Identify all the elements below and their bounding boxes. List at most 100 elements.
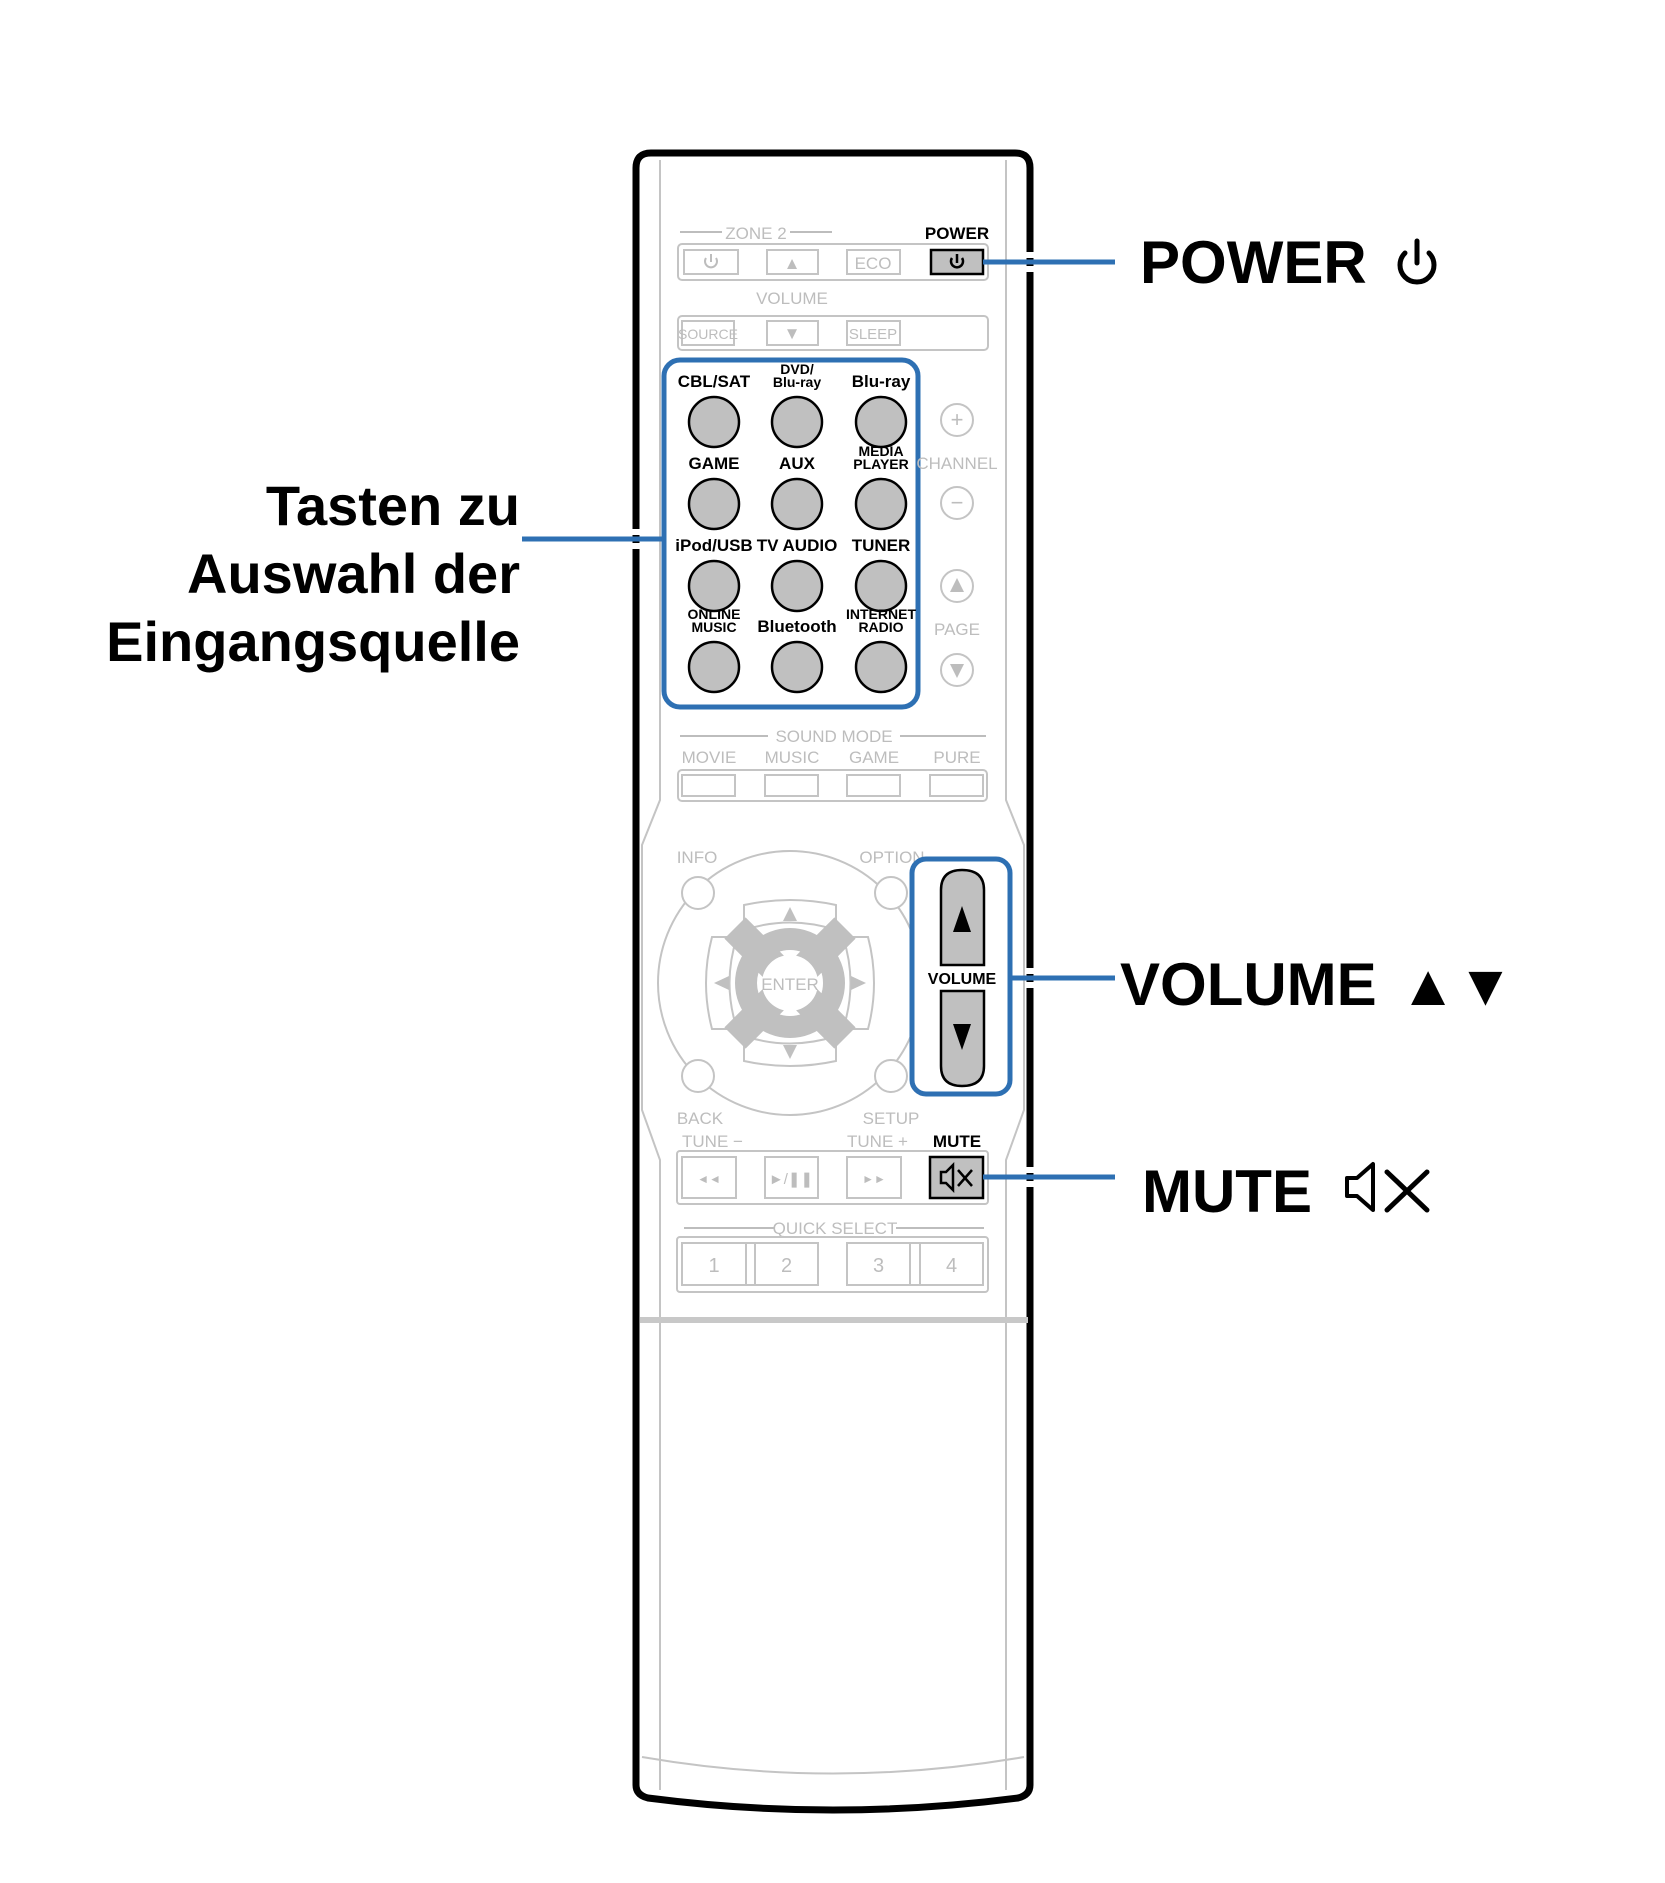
- volume-up-button[interactable]: [939, 868, 986, 967]
- cursor-down-icon: [783, 1045, 797, 1059]
- input-select-callout: Tasten zu Auswahl der Eingangsquelle: [106, 472, 520, 676]
- quick-select-3-button[interactable]: 3: [846, 1242, 911, 1286]
- quick-select-1-button[interactable]: 1: [681, 1242, 747, 1286]
- input-button-ipod-usb[interactable]: iPod/USB: [675, 536, 753, 613]
- mute-callout-label: MUTE: [1142, 1158, 1312, 1225]
- source-button[interactable]: SOURCE: [678, 320, 738, 346]
- border-gap: [1025, 1181, 1035, 1187]
- back-button[interactable]: [681, 1059, 715, 1093]
- input-button-blu-ray[interactable]: Blu-ray: [852, 372, 911, 449]
- input-button-circle[interactable]: [770, 559, 824, 613]
- input-button-circle[interactable]: [687, 559, 741, 613]
- quick-select-4-button[interactable]: 4: [919, 1242, 984, 1286]
- play-pause-icon: ►/❚❚: [769, 1171, 813, 1188]
- input-button-circle[interactable]: [770, 640, 824, 694]
- input-select-callout-line-1: Tasten zu: [265, 474, 520, 537]
- input-button-circle[interactable]: [854, 395, 908, 449]
- setup-button[interactable]: [874, 1059, 908, 1093]
- input-buttons-highlight: [661, 357, 921, 710]
- volume-callout: VOLUME ▲▼: [1120, 955, 1514, 1016]
- sound-mode-music-button[interactable]: MUSIC: [764, 748, 820, 797]
- input-button-circle[interactable]: [854, 477, 908, 531]
- input-button-label: TV AUDIO: [757, 536, 838, 555]
- sound-mode-game-button[interactable]: GAME: [846, 748, 901, 797]
- speaker-mute-icon: [1344, 1162, 1430, 1213]
- sound-mode-header: SOUND MODE: [775, 727, 892, 746]
- input-button-circle[interactable]: [854, 640, 908, 694]
- mute-button-icon: [939, 1161, 973, 1194]
- input-button-circle[interactable]: [770, 395, 824, 449]
- tune-plus-label: TUNE +: [847, 1132, 908, 1151]
- volume-down-button[interactable]: [939, 989, 986, 1088]
- quick-select-number: 4: [946, 1255, 957, 1277]
- page-down-icon: [950, 664, 964, 678]
- input-button-label: AUX: [779, 454, 816, 473]
- input-button-circle[interactable]: [687, 640, 741, 694]
- next-button[interactable]: ►►: [846, 1156, 902, 1199]
- zone2-power-button[interactable]: [683, 249, 739, 275]
- channel-plus-button[interactable]: +: [940, 403, 974, 437]
- input-button-game[interactable]: GAME: [687, 454, 741, 531]
- zone2-row2-group: [677, 315, 989, 351]
- border-gap: [1025, 982, 1035, 988]
- input-button-dvd-blu-ray[interactable]: DVD/Blu-ray: [770, 361, 824, 449]
- sound-mode-button-face[interactable]: [929, 774, 984, 797]
- input-button-circle[interactable]: [854, 559, 908, 613]
- option-button[interactable]: [874, 876, 908, 910]
- skip-forward-icon: ►►: [862, 1172, 886, 1186]
- input-button-aux[interactable]: AUX: [770, 454, 824, 531]
- input-select-callout-line-2: Auswahl der: [187, 542, 520, 605]
- plus-icon: +: [951, 407, 964, 432]
- triangle-up-icon: ▲: [784, 254, 801, 273]
- eco-button-label: ECO: [855, 254, 892, 273]
- input-button-label: GAME: [689, 454, 740, 473]
- input-button-label: MUSIC: [691, 619, 736, 635]
- sound-mode-button-face[interactable]: [764, 774, 819, 797]
- enter-button[interactable]: ENTER: [761, 955, 819, 1011]
- input-select-callout-line-3: Eingangsquelle: [106, 610, 520, 673]
- sound-mode-movie-button[interactable]: MOVIE: [681, 748, 737, 797]
- border-gap: [1025, 266, 1035, 272]
- mute-button[interactable]: [928, 1155, 985, 1200]
- input-button-circle[interactable]: [687, 477, 741, 531]
- sleep-button[interactable]: SLEEP: [846, 320, 901, 346]
- mute-label: MUTE: [933, 1132, 981, 1151]
- input-button-label: Blu-ray: [852, 372, 911, 391]
- sound-mode-button-face[interactable]: [681, 774, 736, 797]
- power-button-icon: [949, 254, 965, 269]
- input-button-bluetooth[interactable]: Bluetooth: [757, 617, 837, 694]
- zone2-volume-label: VOLUME: [756, 289, 828, 308]
- input-button-tv-audio[interactable]: TV AUDIO: [757, 536, 838, 613]
- input-button-cbl-sat[interactable]: CBL/SAT: [678, 372, 751, 449]
- back-label: BACK: [677, 1109, 724, 1128]
- power-button[interactable]: [929, 248, 985, 276]
- power-label: POWER: [925, 224, 989, 243]
- sound-mode-label: GAME: [849, 748, 899, 767]
- source-button-label: SOURCE: [678, 326, 738, 342]
- info-button[interactable]: [681, 876, 715, 910]
- zone2-volume-up-button[interactable]: ▲: [766, 249, 819, 275]
- border-gap: [632, 529, 642, 535]
- quick-select-header: QUICK SELECT: [773, 1219, 898, 1238]
- play-pause-button[interactable]: ►/❚❚: [764, 1156, 819, 1199]
- channel-minus-button[interactable]: −: [940, 486, 974, 520]
- input-button-circle[interactable]: [687, 395, 741, 449]
- quick-select-2-button[interactable]: 2: [754, 1242, 819, 1286]
- zone2-volume-down-button[interactable]: ▼: [766, 320, 819, 346]
- sound-mode-button-face[interactable]: [846, 774, 901, 797]
- border-gap: [1025, 1167, 1035, 1173]
- page-up-button[interactable]: [940, 569, 974, 603]
- previous-button[interactable]: ◄◄: [681, 1156, 737, 1199]
- input-button-circle[interactable]: [770, 477, 824, 531]
- sound-mode-pure-button[interactable]: PURE: [929, 748, 984, 797]
- input-button-tuner[interactable]: TUNER: [852, 536, 911, 613]
- volume-label: VOLUME: [928, 971, 997, 988]
- page-down-button[interactable]: [940, 653, 974, 687]
- setup-label: SETUP: [863, 1109, 920, 1128]
- eco-button[interactable]: ECO: [846, 249, 901, 275]
- enter-label: ENTER: [761, 975, 819, 994]
